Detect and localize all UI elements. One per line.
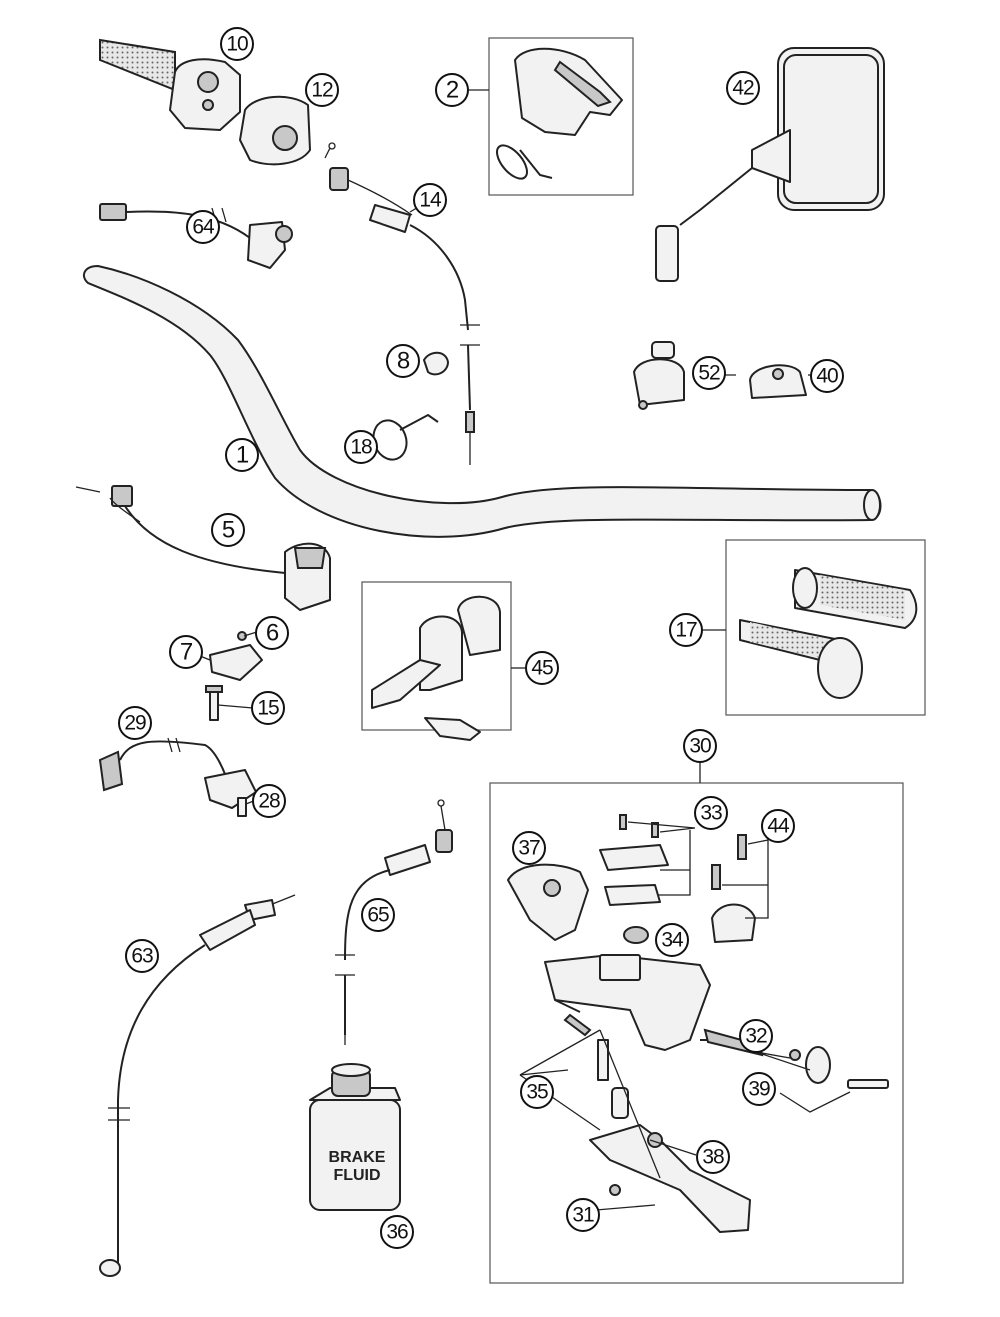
svg-text:33: 33 — [700, 802, 722, 825]
clutch-lever-assembly — [371, 595, 501, 741]
svg-text:12: 12 — [311, 79, 333, 102]
grip-pair — [739, 567, 918, 699]
callout-17: 17 — [669, 613, 703, 647]
svg-text:38: 38 — [702, 1146, 724, 1169]
callout-15: 15 — [251, 691, 285, 725]
cable-clamp — [423, 351, 449, 376]
group-box-17 — [725, 539, 926, 716]
callout-44: 44 — [761, 809, 795, 843]
callouts: 1 2 5 6 7 8 10 12 14 15 17 18 28 29 30 3… — [118, 27, 844, 1249]
callout-2: 2 — [435, 73, 469, 107]
svg-text:64: 64 — [192, 216, 215, 239]
callout-29: 29 — [118, 706, 152, 740]
svg-text:63: 63 — [131, 945, 153, 968]
callout-6: 6 — [255, 616, 289, 650]
svg-text:39: 39 — [748, 1078, 770, 1101]
svg-text:31: 31 — [572, 1204, 594, 1227]
svg-text:37: 37 — [518, 837, 540, 860]
hot-start-switch — [99, 203, 293, 269]
bottle-label-line2: FLUID — [333, 1167, 380, 1184]
callout-42: 42 — [726, 71, 760, 105]
bottle-label-line1: BRAKE — [329, 1149, 386, 1166]
callout-1: 1 — [225, 438, 259, 472]
svg-text:32: 32 — [745, 1025, 767, 1048]
callout-34: 34 — [655, 923, 689, 957]
callout-30: 30 — [683, 729, 717, 763]
throttle-cover-hole — [272, 125, 298, 151]
master-cylinder-assembly — [507, 814, 889, 1233]
svg-text:45: 45 — [531, 657, 553, 680]
callout-14: 14 — [413, 183, 447, 217]
brake-fluid-bottle — [309, 1063, 401, 1211]
svg-text:29: 29 — [124, 712, 146, 735]
svg-text:34: 34 — [661, 929, 684, 952]
svg-text:2: 2 — [446, 77, 459, 104]
svg-text:14: 14 — [419, 189, 442, 212]
handlebar — [82, 265, 882, 538]
mirror-assembly — [655, 47, 885, 282]
handlebar-clamp-40 — [749, 364, 807, 399]
svg-text:5: 5 — [222, 517, 235, 544]
sensor-cable — [98, 737, 257, 817]
callout-28: 28 — [252, 784, 286, 818]
callout-10: 10 — [220, 27, 254, 61]
svg-text:40: 40 — [816, 365, 838, 388]
svg-text:6: 6 — [266, 620, 279, 647]
callout-12: 12 — [305, 73, 339, 107]
callout-64: 64 — [186, 210, 220, 244]
callout-35: 35 — [520, 1075, 554, 1109]
group-box-2 — [488, 37, 634, 196]
callout-36: 36 — [380, 1215, 414, 1249]
switch-plate — [205, 631, 263, 721]
callout-38: 38 — [696, 1140, 730, 1174]
callout-40: 40 — [810, 359, 844, 393]
hot-start-cable — [324, 142, 480, 465]
svg-text:42: 42 — [732, 77, 754, 100]
svg-text:44: 44 — [767, 815, 790, 838]
svg-text:36: 36 — [386, 1221, 408, 1244]
callout-52: 52 — [692, 356, 726, 390]
callout-7: 7 — [169, 635, 203, 669]
leader-lines — [189, 89, 851, 1211]
callout-45: 45 — [525, 651, 559, 685]
svg-text:52: 52 — [698, 362, 720, 385]
callout-5: 5 — [211, 513, 245, 547]
callout-33: 33 — [694, 796, 728, 830]
svg-text:15: 15 — [257, 697, 279, 720]
group-box-30 — [489, 782, 904, 1284]
svg-text:1: 1 — [236, 442, 249, 469]
svg-text:8: 8 — [397, 348, 410, 375]
handlebar-end — [863, 489, 881, 521]
callout-63: 63 — [125, 939, 159, 973]
svg-text:65: 65 — [367, 904, 389, 927]
callout-8: 8 — [386, 344, 420, 378]
mirror-clamp-52 — [633, 341, 685, 410]
brake-line — [99, 894, 296, 1277]
throttle-grip-assembly — [99, 38, 241, 131]
svg-text:28: 28 — [258, 790, 280, 813]
switch-cover-assembly — [496, 47, 623, 180]
svg-text:10: 10 — [226, 33, 248, 56]
callout-18: 18 — [344, 430, 378, 464]
choke-cable — [335, 799, 453, 1045]
svg-text:30: 30 — [689, 735, 711, 758]
callout-39: 39 — [742, 1072, 776, 1106]
svg-text:7: 7 — [180, 639, 193, 666]
svg-text:35: 35 — [526, 1081, 548, 1104]
cable-tie — [372, 413, 439, 461]
svg-text:17: 17 — [675, 619, 697, 642]
callout-32: 32 — [739, 1019, 773, 1053]
callout-37: 37 — [512, 831, 546, 865]
svg-text:18: 18 — [350, 436, 372, 459]
callout-65: 65 — [361, 898, 395, 932]
light-switch — [75, 485, 331, 611]
callout-31: 31 — [566, 1198, 600, 1232]
